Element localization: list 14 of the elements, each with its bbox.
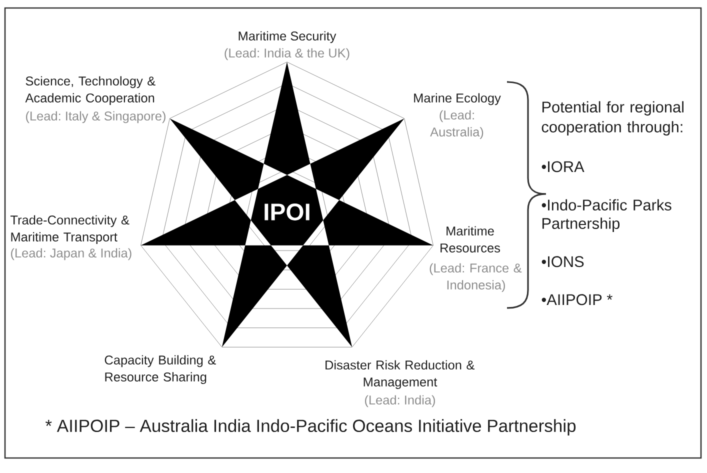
list-item: •IONS bbox=[542, 256, 584, 268]
list-heading: Potential for regional cooperation through: bbox=[542, 101, 684, 136]
footnote: * AIIPOIP – Australia India Indo-Pacific Oceans Initiative Partnership bbox=[46, 419, 576, 436]
list-item: •IORA bbox=[542, 161, 584, 172]
pillar-label: Disaster Risk Reduction & Management bbox=[326, 360, 475, 389]
pillar-label: Maritime Resources bbox=[440, 226, 500, 252]
pillar-label: Capacity Building & Resource Sharing bbox=[104, 355, 216, 384]
list-item: •Indo-Pacific Parks Partnership bbox=[542, 199, 672, 232]
pillar-label: Maritime Security bbox=[238, 31, 336, 44]
lead-note: (Lead: India & the UK) bbox=[224, 48, 350, 60]
lead-note: (Lead: India) bbox=[365, 395, 435, 408]
lead-note: (Lead: Japan & India) bbox=[11, 248, 132, 260]
list-item: •AIIPOIP * bbox=[542, 294, 612, 306]
pillar-label: Trade-Connectivity & Maritime Transport bbox=[10, 215, 130, 244]
